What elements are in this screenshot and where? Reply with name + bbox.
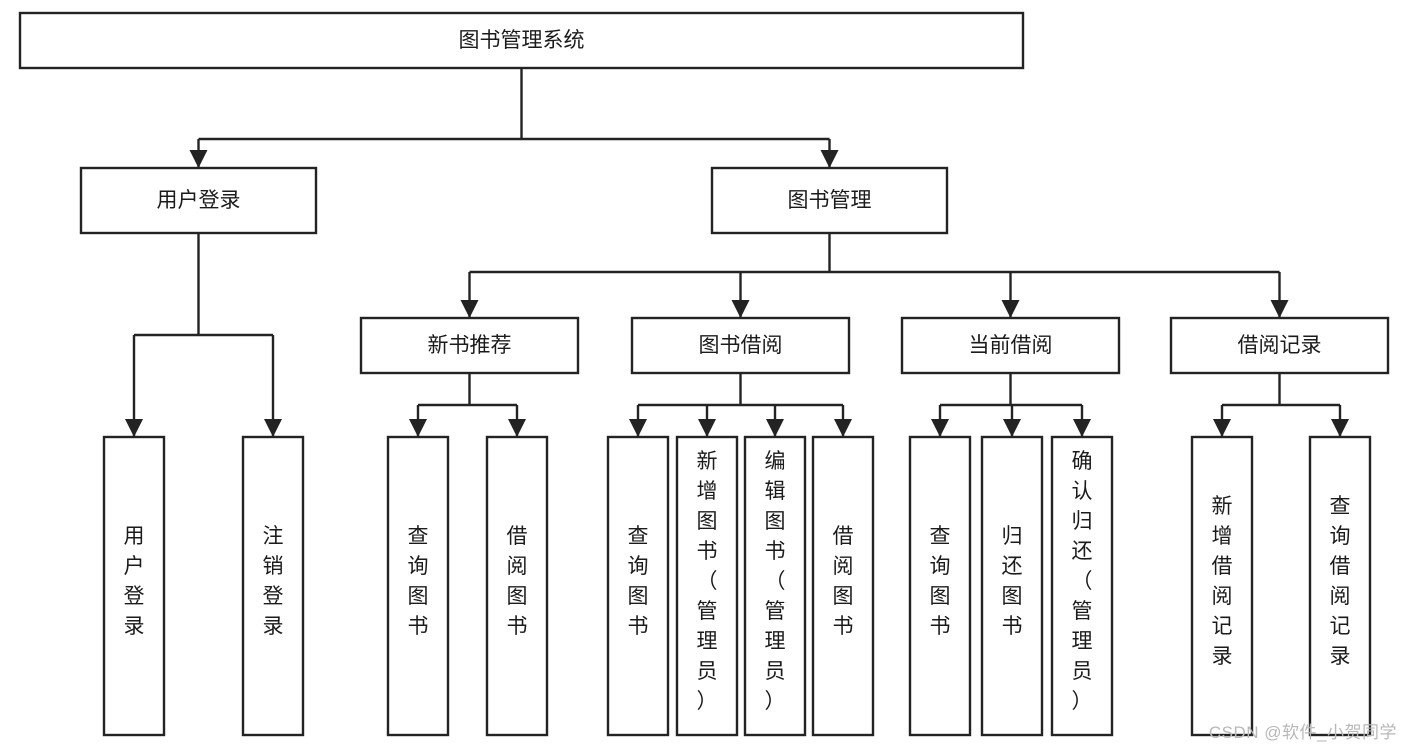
node-box-borrow-record: [1169, 316, 1390, 375]
arrow-into-leaf-query-book-borrow: [629, 419, 647, 437]
node-label-leaf-confirm-return-admin: 确认归还（管理员）: [1072, 450, 1093, 713]
node-box-leaf-add-borrow-record: [1190, 435, 1254, 737]
node-box-book-borrow: [630, 316, 851, 375]
arrow-into-leaf-confirm-return-admin: [1073, 419, 1091, 437]
node-leaf-borrow-book[interactable]: 借阅图书: [811, 435, 875, 737]
node-new-book-recommend[interactable]: 新书推荐: [359, 316, 580, 375]
node-box-current-borrow: [900, 316, 1121, 375]
node-label-leaf-add-borrow-record: 新增借阅记录: [1212, 495, 1233, 668]
arrow-into-leaf-add-borrow-record: [1213, 419, 1231, 437]
node-box-leaf-return-book: [980, 435, 1044, 737]
node-label-leaf-edit-book-admin: 编辑图书（管理员）: [765, 450, 786, 713]
node-leaf-user-login[interactable]: 用户登录: [102, 435, 166, 737]
node-label-leaf-user-login: 用户登录: [124, 525, 145, 638]
node-box-leaf-query-borrow-record: [1308, 435, 1372, 737]
node-book-borrow[interactable]: 图书借阅: [630, 316, 851, 375]
node-current-borrow[interactable]: 当前借阅: [900, 316, 1121, 375]
node-label-leaf-return-book: 归还图书: [1002, 525, 1023, 638]
arrow-into-book-borrow: [731, 300, 750, 318]
node-box-leaf-borrow-book-rec: [485, 435, 549, 737]
node-label-new-book-recommend: 新书推荐: [428, 334, 512, 357]
arrow-into-leaf-borrow-book: [834, 419, 852, 437]
node-label-borrow-record: 借阅记录: [1238, 334, 1322, 357]
node-label-leaf-query-book-current: 查询图书: [930, 525, 951, 638]
node-box-leaf-confirm-return-admin: [1050, 435, 1114, 737]
node-root[interactable]: 图书管理系统: [18, 11, 1025, 70]
node-label-leaf-query-book-borrow: 查询图书: [628, 525, 649, 638]
node-leaf-edit-book-admin[interactable]: 编辑图书（管理员）: [743, 435, 807, 737]
node-box-book-manage: [710, 166, 949, 235]
node-leaf-add-book-admin[interactable]: 新增图书（管理员）: [675, 435, 739, 737]
arrow-into-leaf-user-login: [125, 419, 143, 437]
node-leaf-borrow-book-rec[interactable]: 借阅图书: [485, 435, 549, 737]
arrow-into-leaf-edit-book-admin: [766, 419, 784, 437]
node-user-login[interactable]: 用户登录: [79, 166, 318, 235]
node-leaf-query-borrow-record[interactable]: 查询借阅记录: [1308, 435, 1372, 737]
arrow-into-borrow-record: [1270, 300, 1289, 318]
node-leaf-query-book-current[interactable]: 查询图书: [908, 435, 972, 737]
arrow-into-leaf-add-book-admin: [698, 419, 716, 437]
node-label-leaf-logout-login: 注销登录: [263, 525, 284, 638]
node-box-leaf-edit-book-admin: [743, 435, 807, 737]
csdn-watermark: CSDN @软件_小贺同学: [1208, 723, 1397, 742]
arrow-into-leaf-borrow-book-rec: [508, 419, 526, 437]
node-leaf-confirm-return-admin[interactable]: 确认归还（管理员）: [1050, 435, 1114, 737]
node-label-book-borrow: 图书借阅: [699, 334, 783, 357]
node-label-leaf-query-borrow-record: 查询借阅记录: [1330, 495, 1351, 668]
node-box-user-login: [79, 166, 318, 235]
arrow-into-leaf-query-book-current: [931, 419, 949, 437]
node-label-user-login: 用户登录: [157, 189, 241, 212]
edges-layer: [125, 68, 1349, 437]
nodes-layer: 图书管理系统用户登录图书管理新书推荐图书借阅当前借阅借阅记录用户登录注销登录查询…: [18, 11, 1390, 737]
node-label-current-borrow: 当前借阅: [969, 334, 1053, 357]
node-label-book-manage: 图书管理: [788, 189, 872, 212]
node-leaf-add-borrow-record[interactable]: 新增借阅记录: [1190, 435, 1254, 737]
arrow-into-book-manage: [820, 150, 839, 168]
node-label-root: 图书管理系统: [459, 29, 585, 52]
arrow-into-current-borrow: [1001, 300, 1020, 318]
node-box-root: [18, 11, 1025, 70]
arrow-into-new-book-recommend: [460, 300, 479, 318]
node-box-leaf-query-book-borrow: [606, 435, 670, 737]
arrow-into-leaf-query-borrow-record: [1331, 419, 1349, 437]
node-borrow-record[interactable]: 借阅记录: [1169, 316, 1390, 375]
node-book-manage[interactable]: 图书管理: [710, 166, 949, 235]
node-box-leaf-borrow-book: [811, 435, 875, 737]
node-leaf-query-book-rec[interactable]: 查询图书: [386, 435, 450, 737]
node-label-leaf-query-book-rec: 查询图书: [408, 525, 429, 638]
node-label-leaf-add-book-admin: 新增图书（管理员）: [697, 450, 718, 713]
node-box-new-book-recommend: [359, 316, 580, 375]
node-leaf-query-book-borrow[interactable]: 查询图书: [606, 435, 670, 737]
node-leaf-logout-login[interactable]: 注销登录: [241, 435, 305, 737]
node-box-leaf-logout-login: [241, 435, 305, 737]
node-box-leaf-add-book-admin: [675, 435, 739, 737]
node-leaf-return-book[interactable]: 归还图书: [980, 435, 1044, 737]
node-box-leaf-query-book-rec: [386, 435, 450, 737]
node-box-leaf-query-book-current: [908, 435, 972, 737]
arrow-into-leaf-return-book: [1003, 419, 1021, 437]
arrow-into-leaf-query-book-rec: [409, 419, 427, 437]
arrow-into-leaf-logout-login: [264, 419, 282, 437]
node-label-leaf-borrow-book-rec: 借阅图书: [507, 525, 528, 638]
node-box-leaf-user-login: [102, 435, 166, 737]
node-label-leaf-borrow-book: 借阅图书: [833, 525, 854, 638]
arrow-into-user-login: [189, 150, 208, 168]
